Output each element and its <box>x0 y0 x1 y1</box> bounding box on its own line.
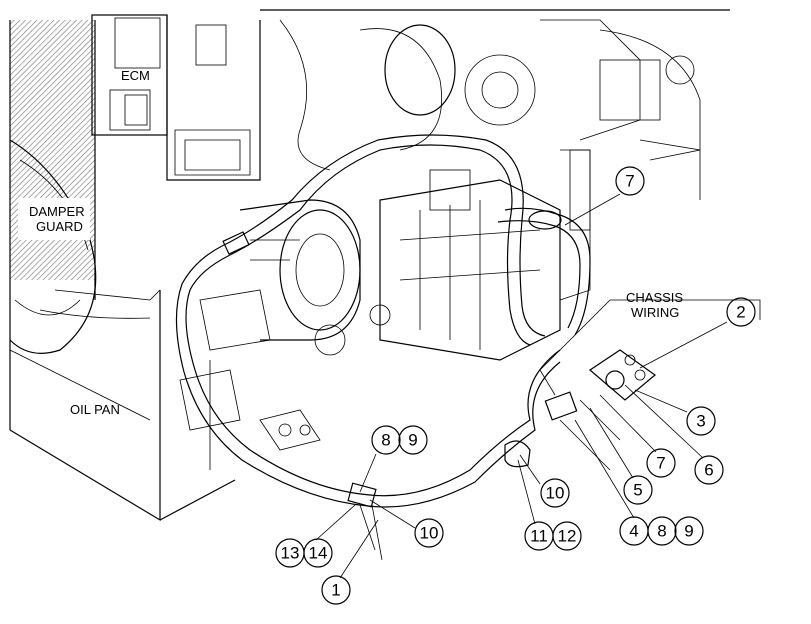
svg-text:13: 13 <box>281 544 300 563</box>
callout-4: 4 <box>619 516 649 546</box>
callout-2: 2 <box>726 297 756 327</box>
svg-text:6: 6 <box>704 461 713 480</box>
callout-10-left: 10 <box>414 518 444 548</box>
svg-text:2: 2 <box>736 303 745 322</box>
callout-7-lower: 7 <box>646 448 676 478</box>
callout-11: 11 <box>524 521 554 551</box>
svg-text:5: 5 <box>633 481 642 500</box>
damper-label-line1: DAMPER <box>29 204 85 219</box>
ecm-label: ECM <box>121 68 150 83</box>
svg-text:7: 7 <box>656 454 665 473</box>
wiring-harness <box>175 134 591 561</box>
svg-text:8: 8 <box>381 431 390 450</box>
callout-13: 13 <box>275 538 305 568</box>
svg-text:7: 7 <box>625 172 634 191</box>
oil-pan <box>9 289 236 522</box>
chassis-label-line1: CHASSIS <box>626 290 683 305</box>
leader-lines <box>315 193 728 579</box>
callout-9-right: 9 <box>674 516 704 546</box>
callout-12: 12 <box>552 521 582 551</box>
svg-text:1: 1 <box>331 581 340 600</box>
damper-assembly <box>9 20 97 430</box>
callout-1: 1 <box>321 575 351 605</box>
callout-9-left: 9 <box>398 425 428 455</box>
callout-3: 3 <box>686 406 716 436</box>
chassis-connector <box>539 299 761 471</box>
svg-text:14: 14 <box>309 544 328 563</box>
svg-text:9: 9 <box>408 431 417 450</box>
svg-text:3: 3 <box>696 412 705 431</box>
ecm-module <box>91 14 261 181</box>
svg-text:11: 11 <box>530 527 548 546</box>
engine-detail <box>159 9 730 480</box>
svg-text:4: 4 <box>629 522 638 541</box>
svg-text:9: 9 <box>684 522 693 541</box>
svg-text:8: 8 <box>657 522 666 541</box>
svg-text:10: 10 <box>546 484 565 503</box>
callout-8-right: 8 <box>647 516 677 546</box>
chassis-label-line2: WIRING <box>631 305 679 320</box>
oil-pan-label: OIL PAN <box>70 402 120 417</box>
svg-text:12: 12 <box>558 527 577 546</box>
svg-text:10: 10 <box>420 524 439 543</box>
damper-label-line2: GUARD <box>36 219 83 234</box>
callout-5: 5 <box>623 475 653 505</box>
callout-7-upper: 7 <box>615 166 645 196</box>
callout-14: 14 <box>303 538 333 568</box>
callout-8-left: 8 <box>371 425 401 455</box>
callout-6: 6 <box>694 455 724 485</box>
callout-10-right: 10 <box>540 478 570 508</box>
